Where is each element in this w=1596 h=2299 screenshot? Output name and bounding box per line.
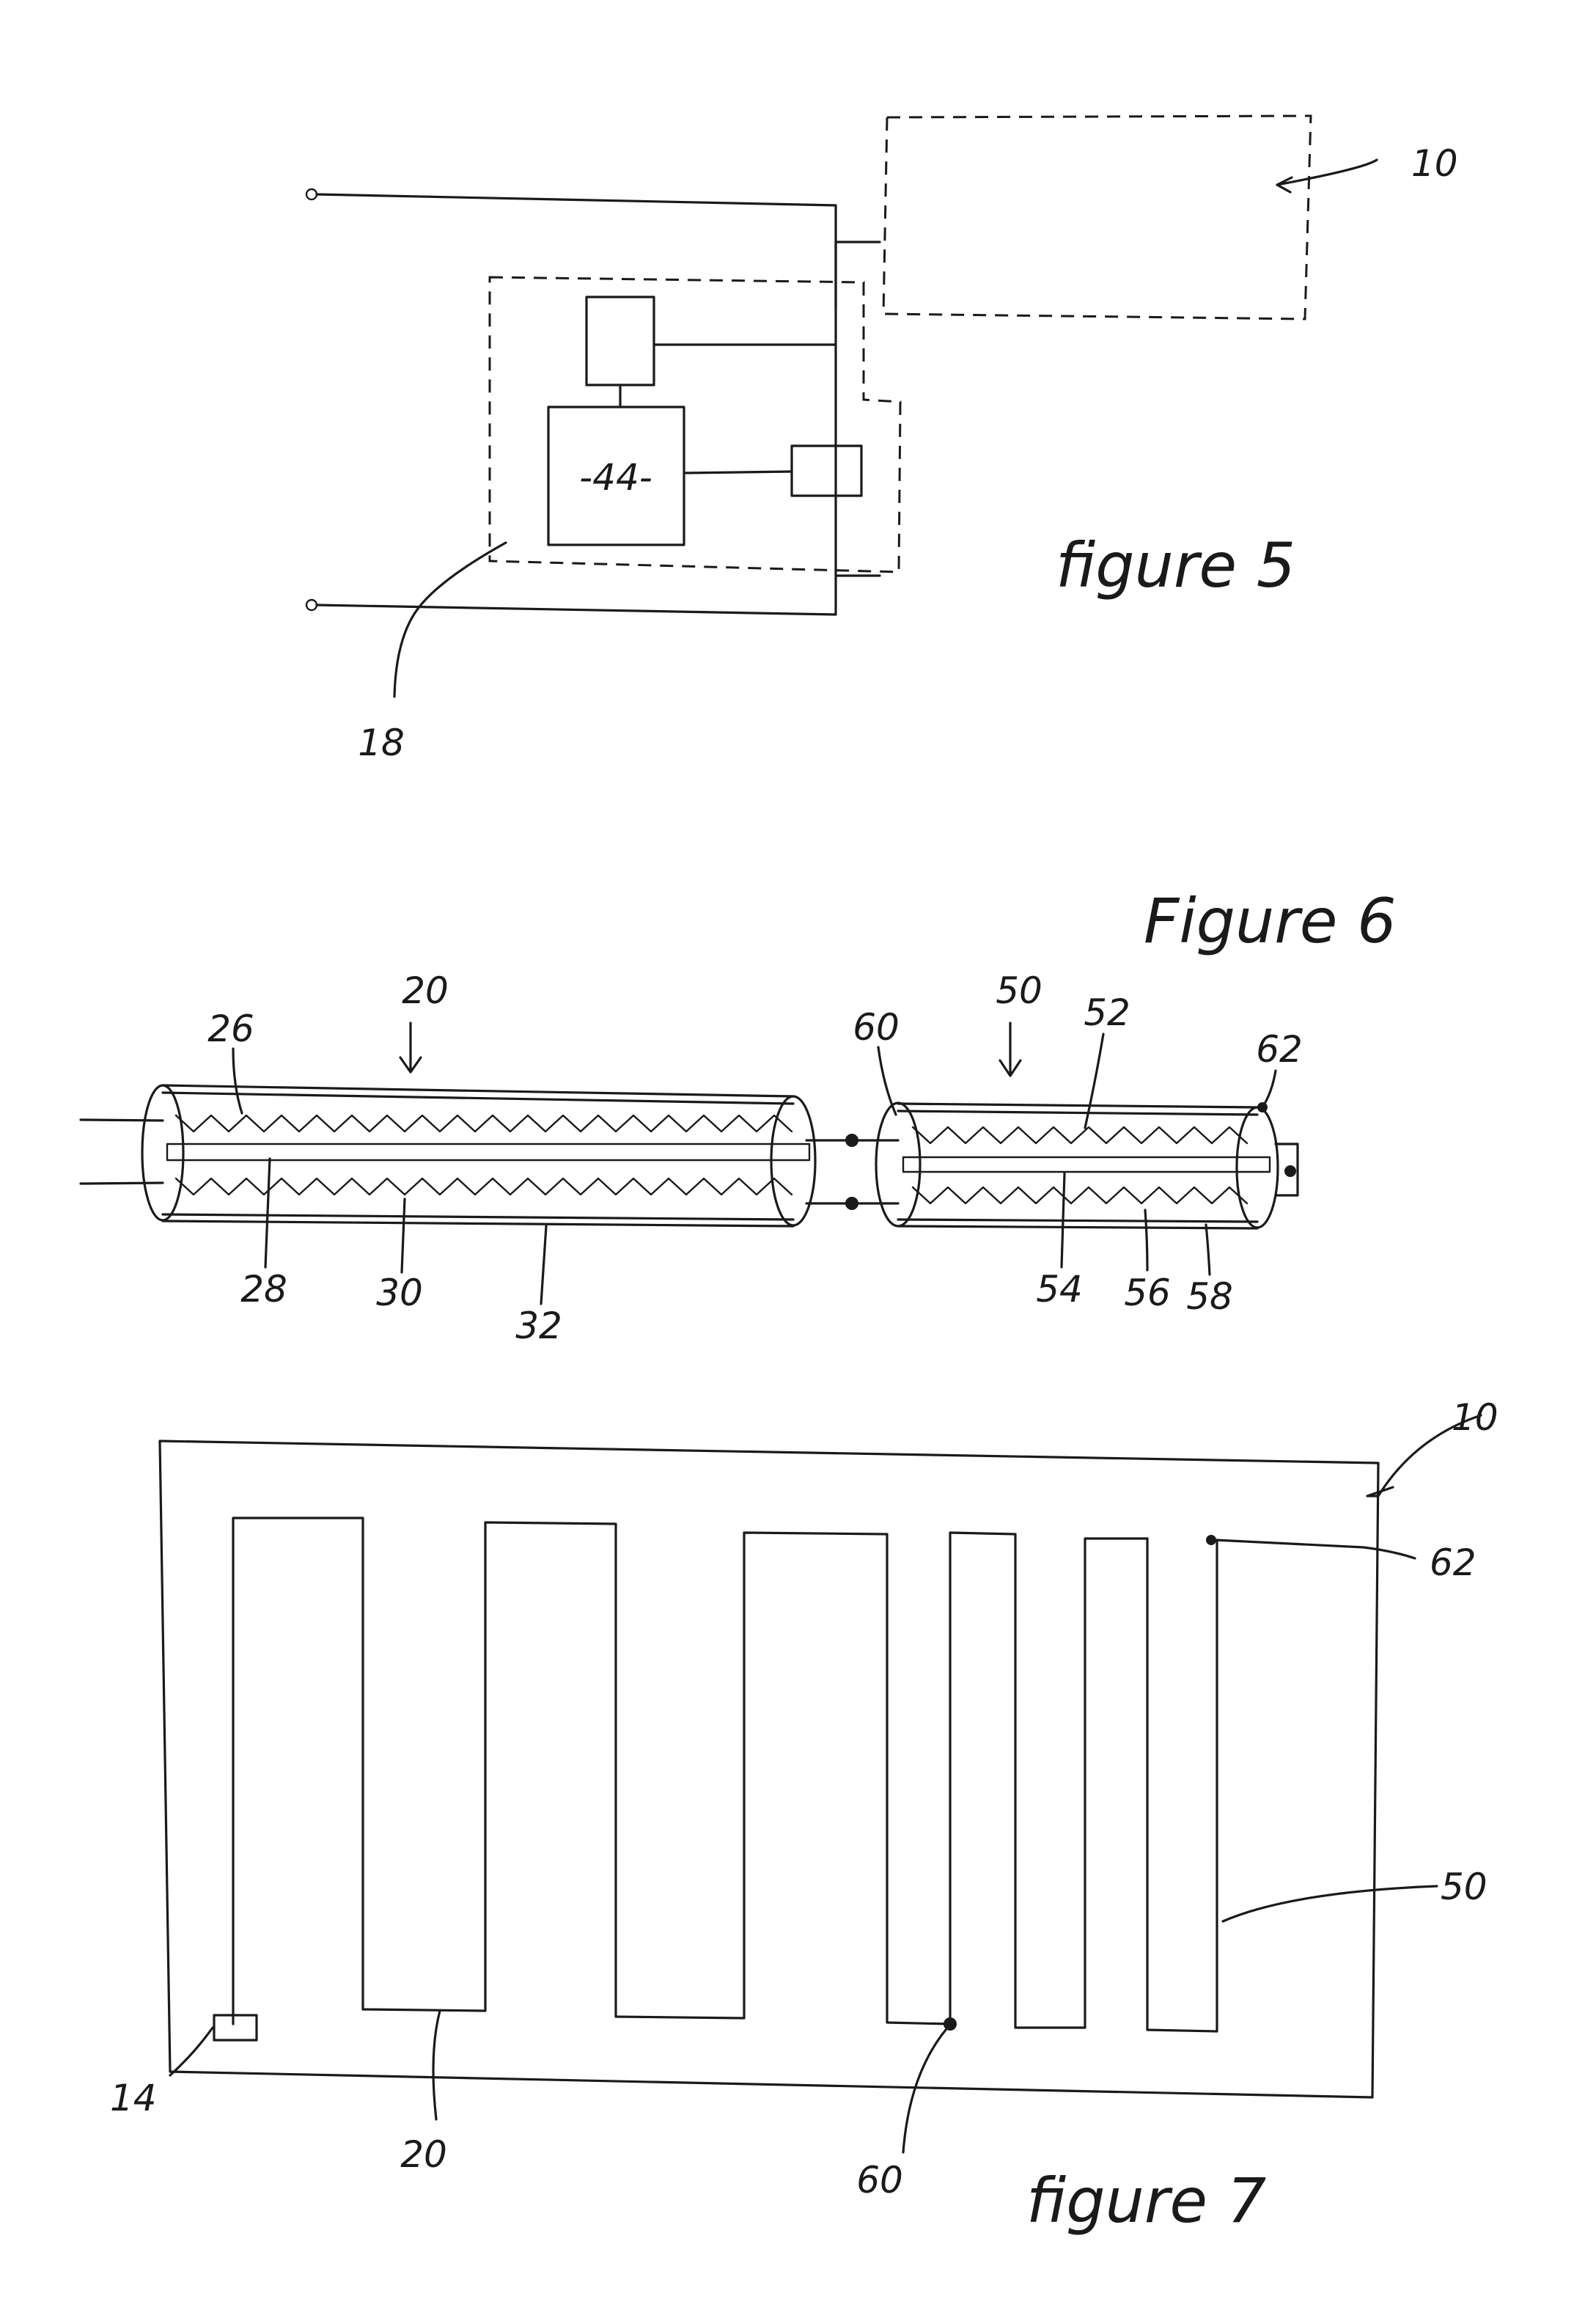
small-module-box xyxy=(585,296,655,386)
leader-52 xyxy=(1084,1033,1105,1129)
cable-20-top-edge xyxy=(161,1084,795,1105)
ref-56: 56 xyxy=(1124,1272,1171,1314)
unit-to-switch-link xyxy=(683,470,793,474)
leader-28 xyxy=(264,1157,271,1269)
ref-sensor-14: 14 xyxy=(110,2077,157,2119)
cable-50-right-end xyxy=(1235,1106,1279,1229)
cable-20-left-end xyxy=(141,1084,185,1222)
ref-end-62: 62 xyxy=(1256,1028,1303,1071)
figure-6: Figure 6 xyxy=(79,885,1397,1347)
cable-20-meander xyxy=(232,1517,952,2025)
cable-50-upper-heating-wire xyxy=(911,1126,1249,1145)
cable-20-bottom-edge xyxy=(161,1213,795,1228)
leader-56 xyxy=(1144,1209,1149,1272)
panel-10-outline xyxy=(158,1440,1380,2099)
ref-cable-20: 20 xyxy=(402,969,449,1012)
cable-50-end-loop xyxy=(1274,1143,1299,1197)
figure-5-caption: figure 5 xyxy=(1056,529,1295,601)
cable-50-left-end xyxy=(875,1101,922,1228)
switch-box xyxy=(790,444,863,497)
leader-panel-10 xyxy=(1366,1414,1482,1497)
ref-joint-60: 60 xyxy=(856,2159,903,2201)
figure-7-caption: figure 7 xyxy=(1026,2165,1266,2237)
leader-controller-18 xyxy=(393,541,507,698)
leader-joint-60 xyxy=(902,2028,947,2154)
cable-50-top-edge xyxy=(897,1102,1259,1116)
leader-end-62 xyxy=(1261,1069,1277,1109)
cable-50-meander xyxy=(949,1531,1218,2033)
ref-panel-10: 10 xyxy=(1452,1396,1498,1439)
input-lead-top xyxy=(79,1118,164,1122)
ref-cable-50: 50 xyxy=(996,969,1042,1012)
leader-cable-50 xyxy=(1221,1885,1438,1923)
cable-20 xyxy=(141,1084,817,1228)
controller-18-outline xyxy=(488,276,902,573)
leader-32 xyxy=(540,1225,548,1305)
cable-20-core xyxy=(166,1143,811,1162)
ref-28: 28 xyxy=(240,1268,287,1310)
supply-line-top xyxy=(315,193,837,243)
ref-controller-18: 18 xyxy=(358,722,405,764)
ref-device-10: 10 xyxy=(1411,142,1458,185)
end-62-dot xyxy=(1284,1165,1296,1177)
end-62-dot xyxy=(1206,1535,1216,1545)
ref-joint-60: 60 xyxy=(853,1006,900,1049)
leader-sensor-14 xyxy=(169,2026,214,2077)
leader-end-62 xyxy=(1214,1539,1416,1560)
device-10-outline xyxy=(882,114,1312,320)
figure-5: -44- 10 18 figure 5 xyxy=(305,114,1458,764)
terminal-bottom xyxy=(305,598,318,612)
joint-60-links xyxy=(805,1139,900,1205)
figure-7: 10 62 50 14 20 60 figure 7 xyxy=(110,1396,1498,2237)
supply-line-bottom xyxy=(315,574,837,616)
ref-cable-20: 20 xyxy=(400,2133,447,2176)
ref-52: 52 xyxy=(1084,991,1130,1034)
joint-60-dot xyxy=(944,2017,957,2031)
leader-joint-60 xyxy=(877,1046,897,1116)
ref-end-62: 62 xyxy=(1430,1541,1477,1584)
input-lead-bottom xyxy=(79,1181,164,1185)
leader-30 xyxy=(400,1198,406,1274)
leader-cable-50 xyxy=(999,1022,1022,1077)
leader-cable-20 xyxy=(399,1022,422,1074)
leader-device-10 xyxy=(1276,158,1378,194)
leader-58 xyxy=(1205,1223,1211,1276)
sensor-14 xyxy=(213,2014,258,2042)
ref-58: 58 xyxy=(1186,1275,1233,1318)
cable-50-bottom-edge xyxy=(897,1218,1259,1230)
ref-54: 54 xyxy=(1036,1268,1083,1310)
ref-cable-50: 50 xyxy=(1441,1866,1487,1908)
cable-50-core xyxy=(902,1156,1271,1173)
cable-50-lower-heating-wire xyxy=(911,1186,1249,1205)
ref-26: 26 xyxy=(207,1008,254,1050)
cable-50 xyxy=(875,1101,1299,1230)
figure-6-caption: Figure 6 xyxy=(1144,885,1397,957)
cable-20-upper-heating-wire xyxy=(174,1114,793,1133)
leader-26 xyxy=(232,1047,243,1115)
leader-cable-20 xyxy=(432,2009,441,2121)
unit-44-label: -44- xyxy=(579,456,652,499)
ref-30: 30 xyxy=(376,1272,423,1314)
terminal-top xyxy=(305,188,318,201)
unit-44-box xyxy=(547,406,685,546)
ref-32: 32 xyxy=(515,1305,562,1347)
leader-54 xyxy=(1060,1172,1066,1269)
cable-20-lower-heating-wire xyxy=(174,1177,793,1196)
